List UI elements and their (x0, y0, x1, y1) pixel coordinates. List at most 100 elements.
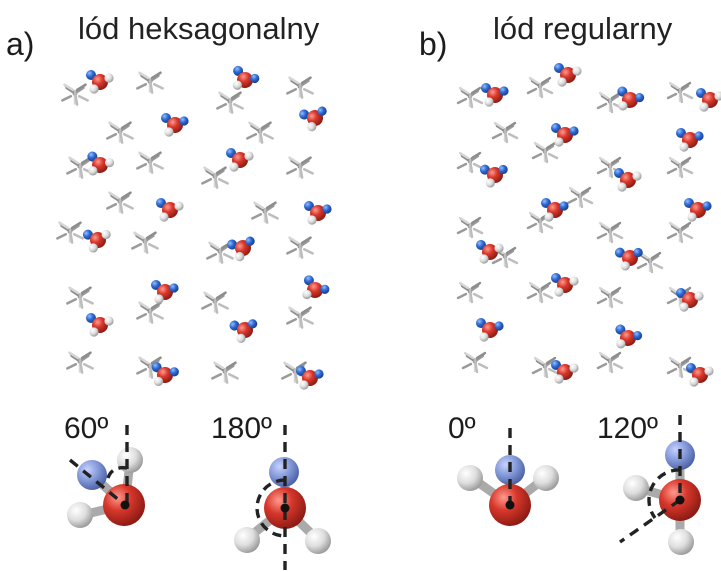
water-molecule (86, 70, 114, 94)
water-molecule (615, 324, 643, 349)
hydrogen-atom (632, 171, 642, 181)
hydrogen-atom (159, 212, 169, 222)
hydrogen-atom (559, 201, 569, 211)
bond-network (66, 156, 94, 179)
water-molecule (302, 275, 330, 300)
panel-a-title: lód heksagonalny (78, 11, 320, 46)
hydrogen-atom (322, 204, 332, 214)
water-molecule (151, 280, 179, 304)
bond-network (106, 191, 134, 214)
proton-atom (229, 320, 240, 331)
water-molecule (696, 88, 721, 112)
bond-network (456, 151, 484, 174)
hydrogen-atom (164, 127, 174, 137)
bond-network (566, 186, 594, 209)
proton-atom (479, 164, 490, 175)
bond-network (666, 156, 694, 179)
hydrogen-atom (679, 142, 689, 152)
hydrogen-atom (88, 166, 98, 176)
bond-network (531, 356, 559, 379)
hydrogen-atom (307, 122, 317, 132)
hydrogen-atom (687, 212, 697, 222)
hydrogen-atom (498, 164, 508, 175)
hydrogen-atom (314, 369, 324, 379)
bond-network (526, 281, 554, 304)
bond-network (251, 201, 279, 224)
hydrogen-atom (485, 178, 495, 188)
orientation-diagrams (67, 415, 701, 570)
hydrogen-atom (616, 339, 626, 349)
hydrogen-atom (714, 91, 721, 101)
bond-network (201, 291, 229, 314)
bond-network (531, 141, 559, 164)
bond-network (596, 286, 624, 309)
water-molecule (151, 362, 179, 387)
water-molecule (296, 366, 324, 390)
hydrogen-atom (569, 276, 579, 286)
hydrogen-atom (494, 321, 504, 331)
water-molecule (614, 168, 642, 192)
bond-network (136, 356, 164, 379)
hydrogen-atom (679, 302, 689, 312)
water-molecule (676, 128, 704, 152)
hydrogen-atom (633, 247, 643, 258)
hydrogen-atom (569, 363, 579, 373)
hexagonal-ice-lattice (56, 65, 332, 390)
hydrogen-atom (533, 465, 559, 491)
cubic-ice-lattice (456, 63, 721, 387)
hydrogen-atom (544, 212, 554, 222)
bond-network (106, 121, 134, 144)
water-molecule (87, 151, 115, 176)
hydrogen-atom (235, 252, 245, 262)
hydrogen-atom (554, 374, 564, 384)
water-molecule (686, 363, 714, 387)
bond-network (286, 76, 314, 99)
hydrogen-atom (702, 201, 712, 211)
water-molecule (614, 247, 643, 271)
bond-network (246, 121, 274, 144)
water-molecule (232, 65, 260, 90)
bond-network (636, 251, 664, 274)
panel-a-letter: a) (6, 26, 35, 62)
proton-atom (227, 239, 238, 250)
hydrogen-atom (704, 366, 714, 376)
angle-label-180: 180º (211, 412, 273, 445)
hydrogen-atom (620, 261, 630, 271)
water-molecule (541, 198, 569, 222)
hydrogen-atom (317, 106, 327, 116)
water-molecule (304, 201, 332, 225)
angle-arc (647, 468, 681, 520)
bond-network (461, 351, 489, 374)
reference-line (68, 458, 127, 507)
hydrogen-atom (484, 97, 494, 107)
water-molecule (86, 313, 114, 337)
bond-network (666, 221, 694, 244)
angle-arc (106, 466, 128, 479)
bond-network (216, 91, 244, 114)
hydrogen-atom (479, 254, 489, 264)
bond-network (136, 71, 164, 94)
hydrogen-atom (244, 151, 254, 161)
hydrogen-atom (234, 527, 260, 553)
water-molecule (479, 164, 508, 188)
bond-network (66, 286, 94, 309)
hydrogen-atom (169, 367, 179, 377)
water-molecule (676, 288, 704, 312)
angle-label-60: 60º (64, 412, 109, 445)
bond-network (201, 166, 229, 189)
water-molecule (229, 319, 258, 343)
hydrogen-atom (179, 116, 189, 126)
bond-network (491, 121, 519, 144)
hydrogen-atom (557, 77, 567, 87)
hydrogen-atom (174, 201, 184, 211)
panel-b-letter: b) (419, 26, 448, 62)
hydrogen-atom (623, 475, 649, 501)
hydrogen-atom (617, 182, 627, 192)
water-molecule (156, 198, 184, 222)
bond-network (286, 306, 314, 329)
water-molecule (481, 83, 509, 107)
axis-point (280, 503, 290, 513)
bond-network (211, 361, 239, 384)
hydrogen-atom (618, 101, 628, 111)
